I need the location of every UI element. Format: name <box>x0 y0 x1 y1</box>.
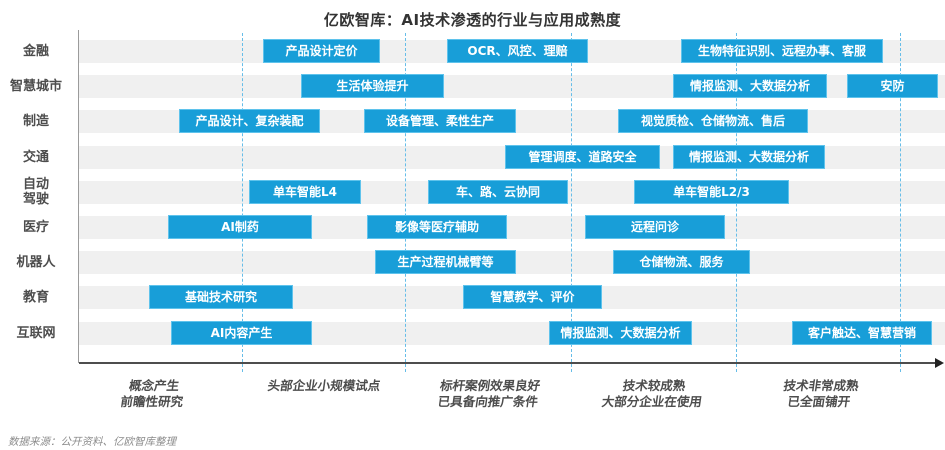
industry-label: 医疗 <box>22 220 49 235</box>
app-box: 管理调度、道路安全 <box>505 144 660 169</box>
app-box: 情报监测、大数据分析 <box>673 144 825 169</box>
app-box: 生产过程机械臂等 <box>375 250 516 275</box>
app-box: OCR、风控、理赔 <box>447 39 588 63</box>
app-box: 产品设计定价 <box>263 39 380 63</box>
app-box: 安防 <box>847 74 938 99</box>
industry-label: 制造 <box>22 114 49 130</box>
x-axis-line <box>79 362 937 364</box>
industry-label: 机器人 <box>16 255 56 271</box>
app-box: 单车智能L2/3 <box>634 179 789 204</box>
source-note: 数据来源：公开资料、亿欧智库整理 <box>8 436 176 448</box>
stage-label: 技术非常成熟已全面铺开 <box>782 378 860 409</box>
stage-divider-dashed-line <box>571 33 572 372</box>
app-box: 影像等医疗辅助 <box>367 215 507 239</box>
industry-label: 交通 <box>22 149 49 165</box>
app-box: 仓储物流、服务 <box>613 250 750 275</box>
industry-label: 互联网 <box>16 325 56 341</box>
app-box: 设备管理、柔性生产 <box>364 109 516 134</box>
app-box: 远程问诊 <box>585 215 725 239</box>
stage-divider-dashed-line <box>242 33 243 372</box>
app-box: 情报监测、大数据分析 <box>673 74 827 99</box>
y-axis-line <box>78 30 79 363</box>
chart-title: 亿欧智库：AI技术渗透的行业与应用成熟度 <box>323 11 622 29</box>
app-box: 产品设计、复杂装配 <box>179 109 320 134</box>
app-box: 单车智能L4 <box>249 179 361 204</box>
industry-label: 自动 驾驶 <box>22 177 49 208</box>
app-box: 客户触达、智慧营销 <box>792 320 932 345</box>
app-box: AI内容产生 <box>171 320 312 345</box>
app-box: 视觉质检、仓储物流、售后 <box>618 109 808 134</box>
app-box: 情报监测、大数据分析 <box>549 320 692 345</box>
industry-label: 金融 <box>22 44 49 59</box>
app-box: 生活体验提升 <box>301 74 444 99</box>
industry-label: 教育 <box>22 290 49 306</box>
industry-label: 智慧城市 <box>9 79 62 95</box>
app-box: 智慧教学、评价 <box>463 285 602 310</box>
app-box: AI制药 <box>168 215 312 239</box>
x-axis-arrow-icon <box>935 358 944 368</box>
app-box: 生物特征识别、远程办事、客服 <box>681 39 883 63</box>
stage-divider-dashed-line <box>900 33 901 372</box>
app-box: 基础技术研究 <box>149 285 293 310</box>
stage-divider-dashed-line <box>405 33 406 372</box>
app-box: 车、路、云协同 <box>428 179 568 204</box>
